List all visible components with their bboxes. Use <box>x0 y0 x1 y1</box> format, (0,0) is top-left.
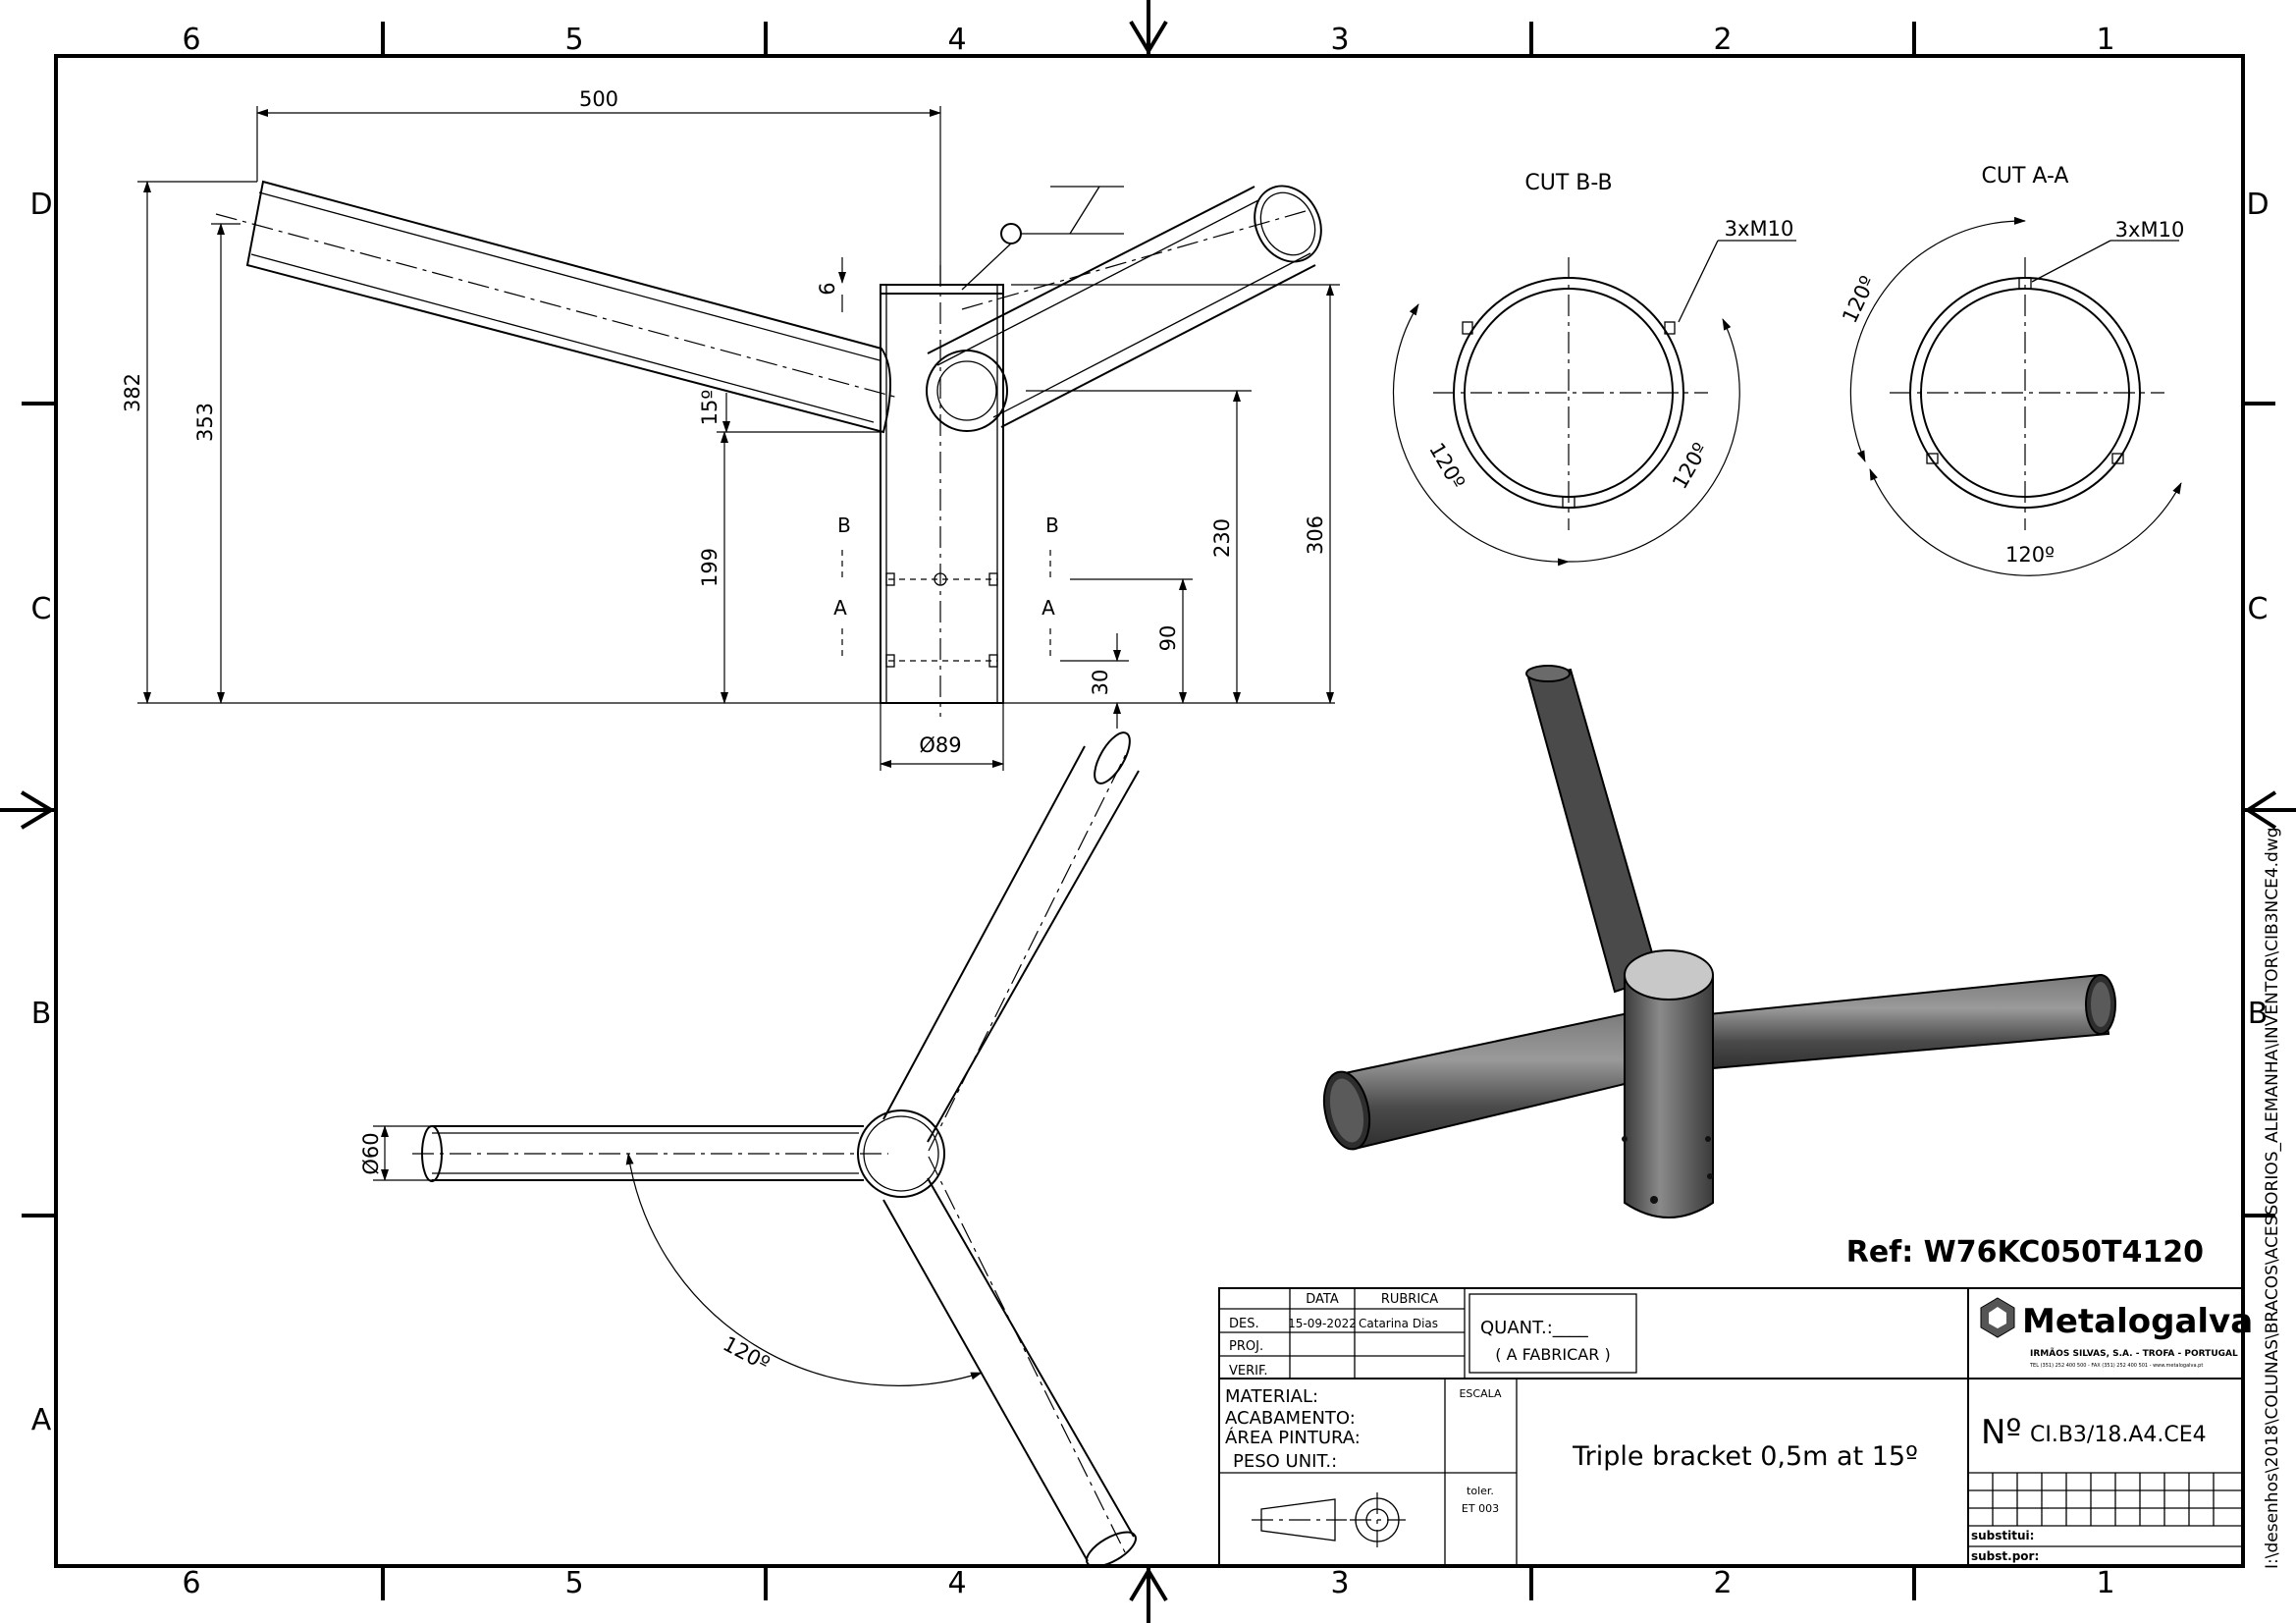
center-mark-top <box>1129 0 1168 56</box>
col-rubrica: RUBRICA <box>1381 1292 1438 1307</box>
col-label-top: 4 <box>947 23 966 57</box>
area-pintura-label: ÁREA PINTURA: <box>1225 1427 1361 1448</box>
lower-arm-end <box>1086 1531 1137 1568</box>
col-label-top: 6 <box>182 23 200 57</box>
bolt-holes <box>885 572 998 668</box>
cut-aa-angle-bottom: 120º <box>2005 543 2055 567</box>
section-mark-b-right: B <box>1045 514 1059 537</box>
des-date: 15-09-2022 <box>1288 1317 1357 1330</box>
center-mark-right <box>2243 790 2296 830</box>
material-label: MATERIAL: <box>1225 1386 1318 1407</box>
drawing-number: CI.B3/18.A4.CE4 <box>2030 1423 2207 1447</box>
section-mark-a-right: A <box>1041 596 1055 620</box>
dim-6: 6 <box>816 282 839 295</box>
top-view-angle: 120º <box>720 1331 774 1376</box>
title-block: DATA RUBRICA DES. PROJ. VERIF. 15-09-202… <box>1218 1287 2253 1567</box>
top-view: Ø60 120º <box>359 731 1140 1568</box>
peso-label: PESO UNIT.: <box>1233 1451 1337 1472</box>
dim-353: 353 <box>193 403 217 442</box>
cut-bb-section: CUT B-B 3xM10 120º 120º <box>1392 171 1796 567</box>
row-label-left: C <box>31 592 52 626</box>
cut-bb-angle-left: 120º <box>1424 439 1469 493</box>
company-logo: Metalogalva IRMÃOS SILVAS, S.A. - TROFA … <box>1980 1297 2253 1369</box>
col-label-bottom: 6 <box>182 1566 200 1600</box>
row-label-left: A <box>31 1403 52 1437</box>
upper-arm-end <box>1094 731 1131 784</box>
col-label-bottom: 5 <box>564 1566 583 1600</box>
cut-bb-title: CUT B-B <box>1524 171 1612 195</box>
cut-aa-angle-top: 120º <box>1838 272 1880 326</box>
col-label-bottom: 3 <box>1330 1566 1349 1600</box>
row-des: DES. <box>1229 1317 1259 1331</box>
right-arm-end <box>1254 185 1322 263</box>
weld-symbol <box>1000 223 1022 244</box>
col-data: DATA <box>1306 1292 1339 1307</box>
subst-por-label: subst.por: <box>1971 1549 2039 1563</box>
dim-230: 230 <box>1210 518 1234 558</box>
col-label-top: 2 <box>1713 23 1732 57</box>
post-top-cap <box>1624 949 1714 1001</box>
row-label-left: D <box>29 188 52 222</box>
cut-aa-title: CUT A-A <box>1982 164 2069 189</box>
center-mark-left <box>0 790 56 830</box>
post-cap <box>880 284 1004 295</box>
left-arm <box>245 180 891 434</box>
row-label-right: D <box>2246 188 2269 222</box>
dim-306: 306 <box>1304 515 1327 555</box>
col-label-top: 1 <box>2096 23 2114 57</box>
zone-labels: 6 5 4 3 2 1 6 5 4 3 2 1 D C B A D C B <box>29 23 2269 1600</box>
col-label-bottom: 4 <box>947 1566 966 1600</box>
dim-89-diameter: Ø89 <box>919 733 961 757</box>
escala-label: ESCALA <box>1459 1387 1502 1400</box>
et-label: ET 003 <box>1462 1502 1499 1515</box>
section-mark-a-left: A <box>833 596 847 620</box>
dim-500: 500 <box>579 87 618 111</box>
acabamento-label: ACABAMENTO: <box>1225 1408 1356 1429</box>
cut-bb-angle-right: 120º <box>1668 439 1713 493</box>
company-name: Metalogalva <box>2022 1302 2253 1341</box>
des-name: Catarina Dias <box>1359 1317 1438 1330</box>
isometric-render <box>1322 665 2116 1218</box>
dim-199: 199 <box>698 548 721 587</box>
file-path: I:\desenhos\2018\COLUNAS\BRACOS\ACESSORI… <box>2263 827 2282 1569</box>
toler-label: toler. <box>1467 1485 1494 1497</box>
number-prefix: Nº <box>1981 1413 2021 1452</box>
drawing-title: Triple bracket 0,5m at 15º <box>1572 1441 1918 1472</box>
a-fabricar-label: ( A FABRICAR ) <box>1495 1345 1610 1364</box>
row-label-left: B <box>31 997 52 1031</box>
col-label-top: 5 <box>564 23 583 57</box>
cut-aa-section: CUT A-A 3xM10 120º 120º <box>1838 164 2185 576</box>
dim-60-diameter: Ø60 <box>359 1132 383 1174</box>
row-label-right: B <box>2248 997 2269 1031</box>
col-label-top: 3 <box>1330 23 1349 57</box>
col-label-bottom: 1 <box>2096 1566 2114 1600</box>
substitui-label: substitui: <box>1971 1529 2034 1542</box>
dim-30: 30 <box>1089 670 1112 696</box>
section-mark-b-left: B <box>837 514 851 537</box>
col-label-bottom: 2 <box>1713 1566 1732 1600</box>
dim-90: 90 <box>1156 625 1180 652</box>
projection-symbol <box>1252 1492 1406 1547</box>
dim-15-angle: 15º <box>698 390 721 426</box>
dim-382: 382 <box>121 373 144 412</box>
cut-aa-thread: 3xM10 <box>2115 218 2185 242</box>
center-mark-bottom <box>1129 1566 1168 1623</box>
company-contact: TEL (351) 252 400 500 - FAX (351) 252 40… <box>2029 1363 2203 1369</box>
row-proj: PROJ. <box>1229 1339 1263 1354</box>
cut-bb-thread: 3xM10 <box>1725 217 1794 241</box>
arm-junction <box>926 350 1008 432</box>
front-view: B B A A <box>121 87 1340 771</box>
company-sub: IRMÃOS SILVAS, S.A. - TROFA - PORTUGAL <box>2030 1348 2238 1359</box>
post-body <box>880 284 1004 704</box>
part-reference: Ref: W76KC050T4120 <box>1846 1235 2204 1270</box>
quant-label: QUANT.:____ <box>1480 1318 1589 1338</box>
row-verif: VERIF. <box>1229 1364 1268 1379</box>
row-label-right: C <box>2248 592 2269 626</box>
